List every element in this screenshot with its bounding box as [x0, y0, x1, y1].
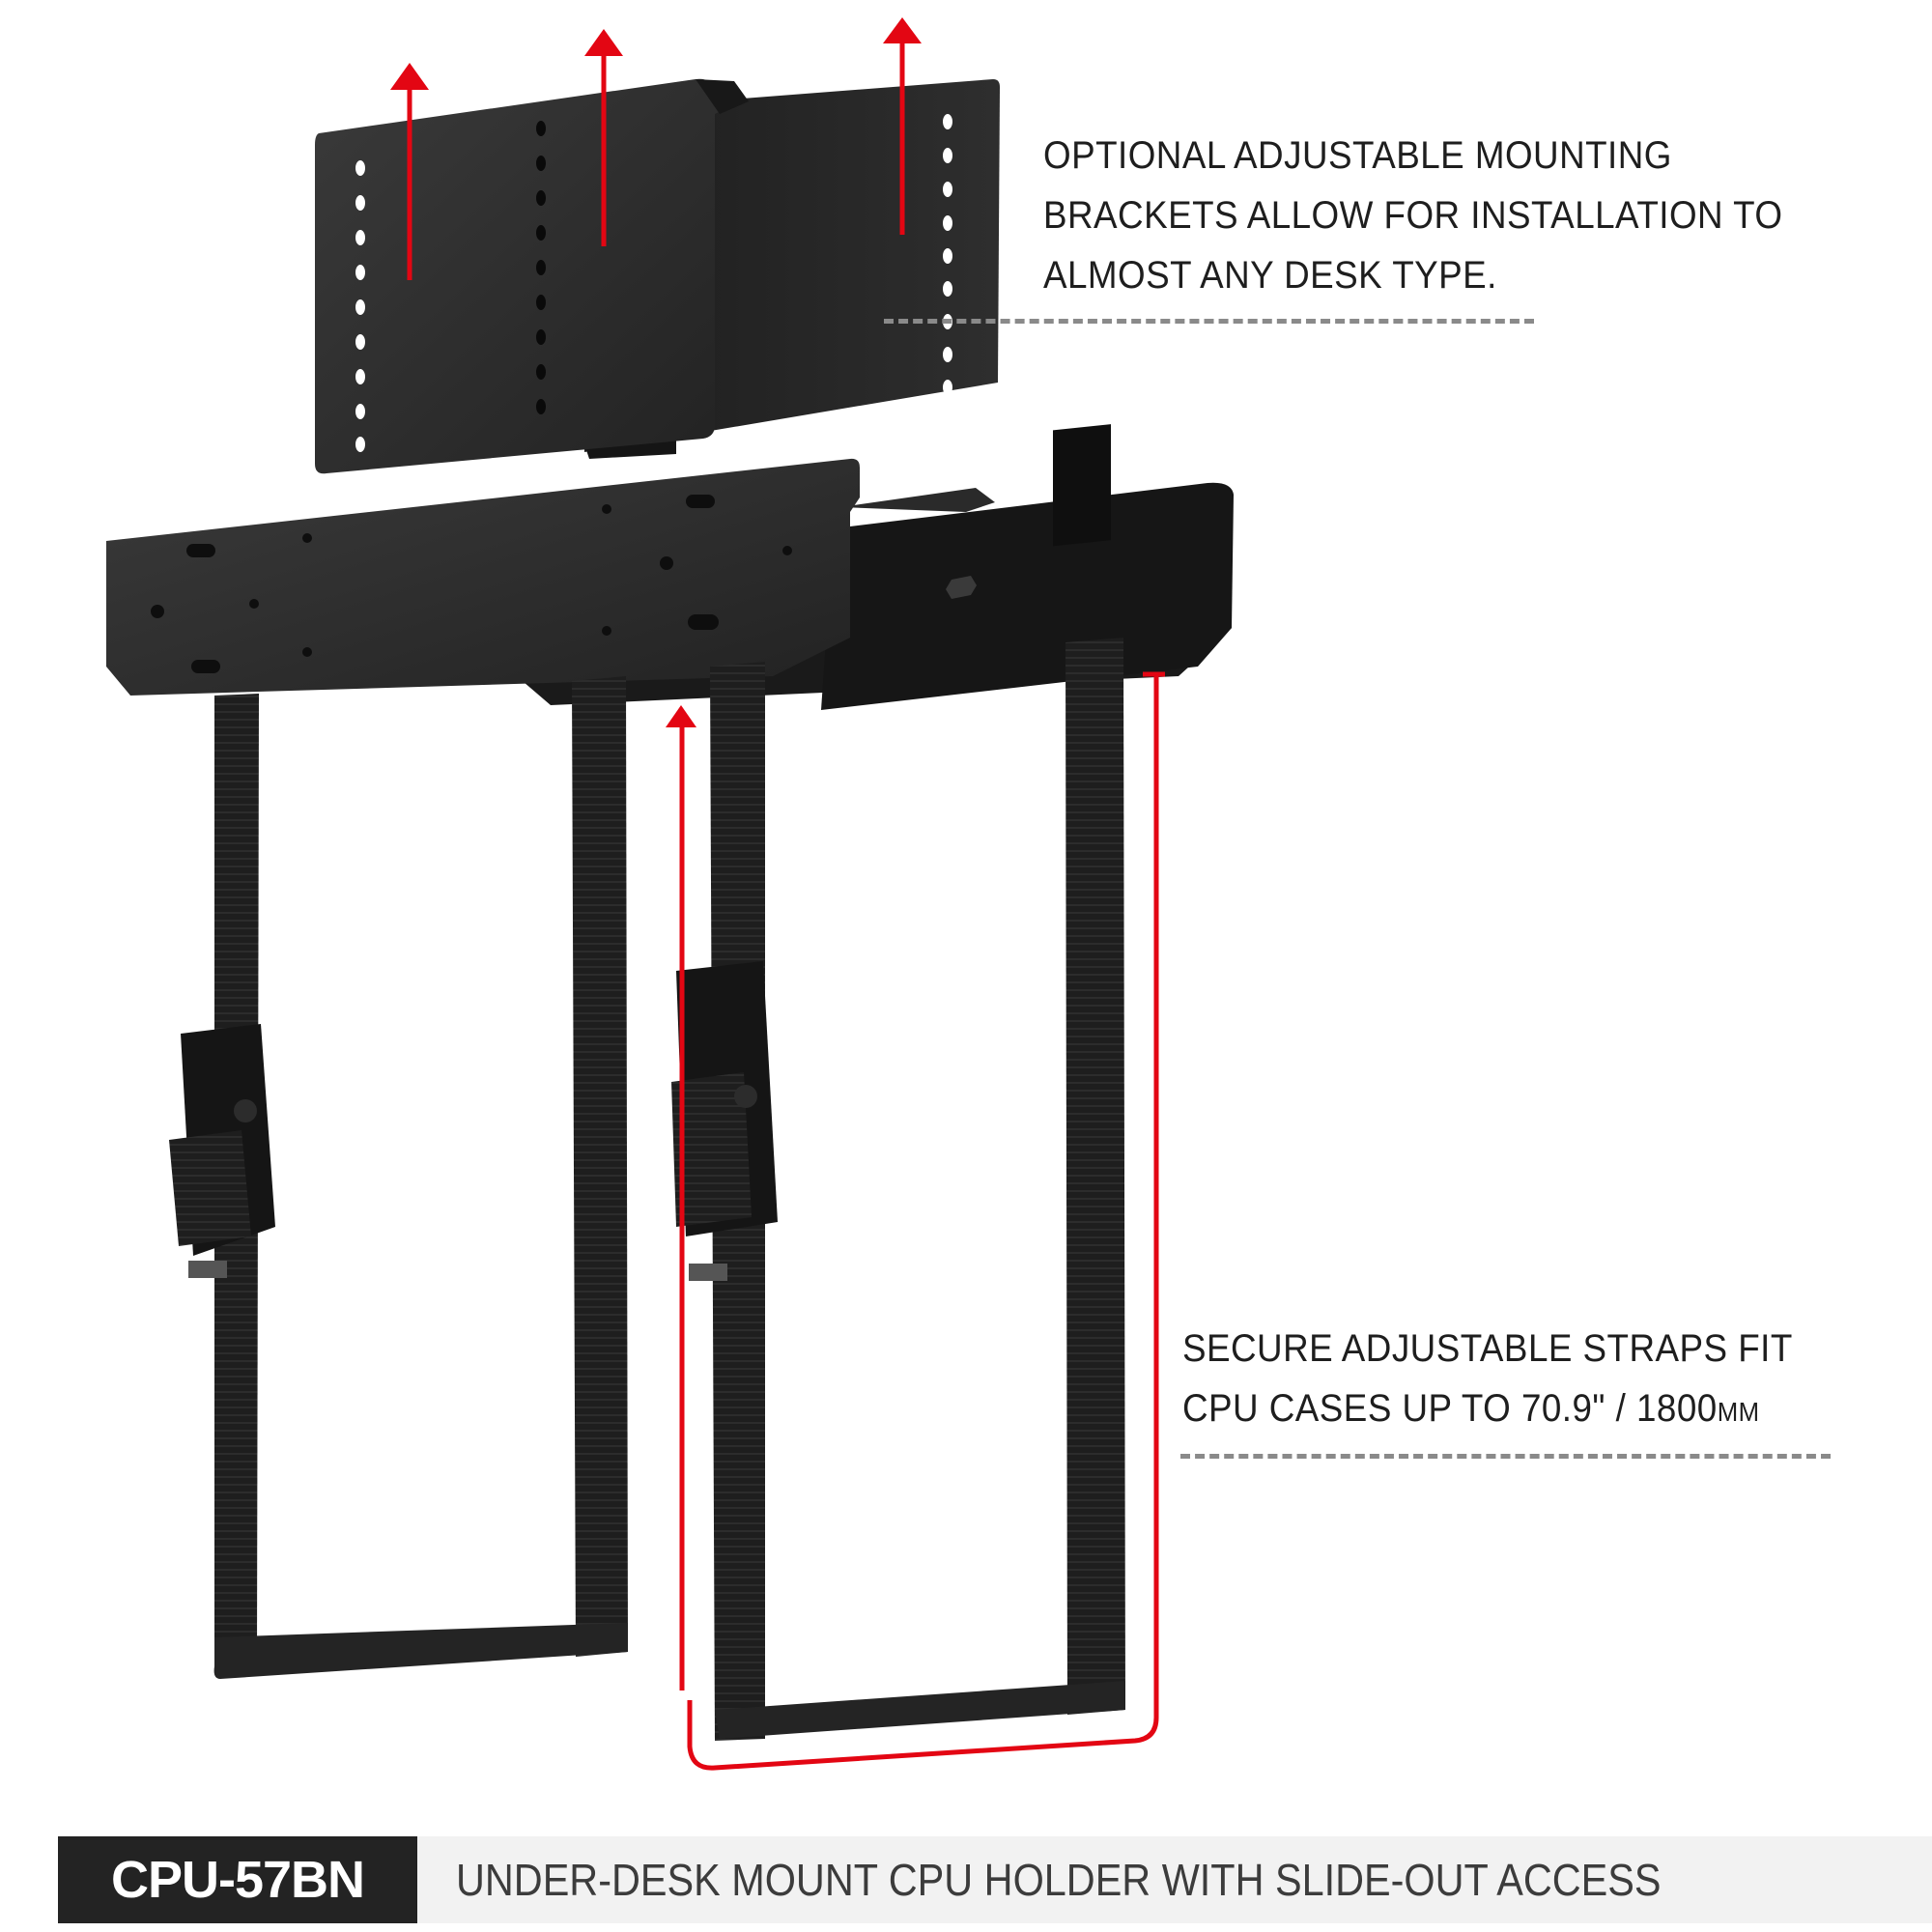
callout-mounting-brackets: OPTIONAL ADJUSTABLE MOUNTING BRACKETS AL…: [1043, 126, 1782, 305]
callout-straps: SECURE ADJUSTABLE STRAPS FIT CPU CASES U…: [1182, 1319, 1793, 1442]
callout-text: SECURE ADJUSTABLE STRAPS FIT: [1182, 1327, 1793, 1370]
product-banner: CPU-57BN UNDER-DESK MOUNT CPU HOLDER WIT…: [58, 1836, 1932, 1923]
model-number: CPU-57BN: [58, 1836, 417, 1923]
callout-divider: [884, 319, 1534, 324]
up-arrow-icon: [883, 17, 922, 235]
product-illustration: [106, 17, 1234, 1771]
product-title: UNDER-DESK MOUNT CPU HOLDER WITH SLIDE-O…: [456, 1855, 1662, 1905]
unit-label: MM: [1717, 1397, 1760, 1427]
main-slide-bracket: [106, 424, 1234, 710]
up-arrow-icon: [584, 29, 623, 246]
height-dimension-bracket-icon: [687, 671, 1165, 1771]
callout-divider: [1180, 1454, 1831, 1459]
callout-text: ALMOST ANY DESK TYPE.: [1043, 254, 1497, 297]
callout-text: OPTIONAL ADJUSTABLE MOUNTING: [1043, 134, 1672, 177]
mounting-bracket: [315, 78, 1000, 474]
callout-text: BRACKETS ALLOW FOR INSTALLATION TO: [1043, 194, 1783, 237]
callout-text: CPU CASES UP TO 70.9" / 1800: [1182, 1387, 1718, 1430]
up-arrow-icon: [666, 705, 696, 1690]
strap-left: [169, 676, 628, 1679]
up-arrow-icon: [390, 63, 429, 280]
callout-text-with-unit: CPU CASES UP TO 70.9" / 1800MM: [1182, 1378, 1793, 1442]
strap-right: [671, 638, 1125, 1741]
